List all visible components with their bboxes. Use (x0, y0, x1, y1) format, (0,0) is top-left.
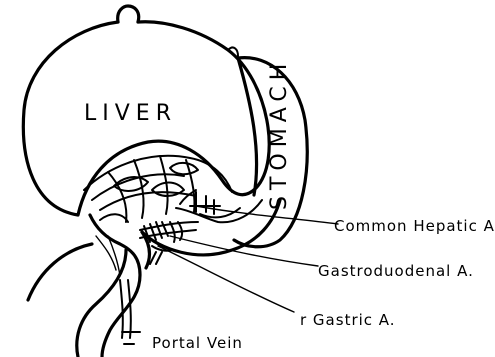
stomach-label: STOMACH (267, 58, 292, 210)
gastroduodenal-label: Gastroduodenal A. (318, 262, 474, 280)
right-gastric-label: r Gastric A. (300, 311, 396, 329)
common-hepatic-label: Common Hepatic A. (334, 217, 495, 235)
portal-vein-label: Portal Vein (152, 334, 243, 352)
liver-label: LIVER (84, 101, 177, 126)
